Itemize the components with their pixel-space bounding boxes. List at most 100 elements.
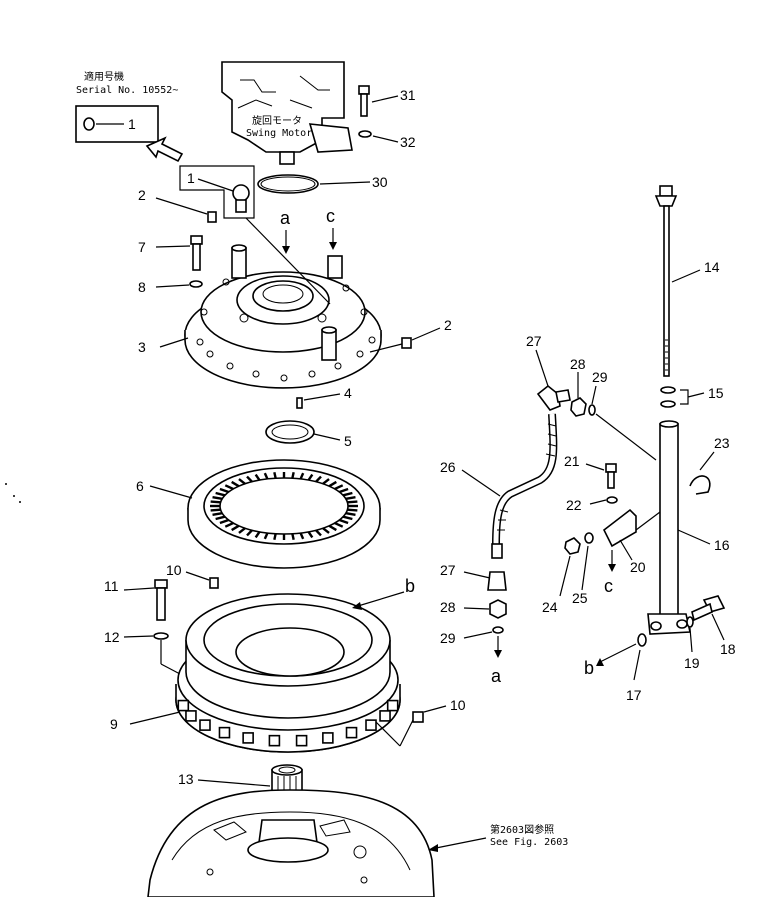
gear-tooth — [263, 532, 269, 540]
o-ring-17 — [637, 633, 647, 647]
housing-bolt-head — [379, 710, 391, 722]
gear-tooth — [334, 484, 344, 491]
callout-12: 12 — [104, 629, 120, 645]
callout-29b: 29 — [440, 630, 456, 646]
gear-tooth — [345, 496, 356, 500]
bolt-21-shank — [607, 471, 615, 489]
callout-11: 11 — [104, 578, 119, 594]
callout-30: 30 — [372, 174, 388, 190]
gear-tooth — [339, 487, 349, 494]
hose-26 — [492, 413, 558, 545]
callout-8: 8 — [138, 279, 146, 295]
callout-7: 7 — [138, 239, 146, 255]
hose-end-fitting — [491, 543, 503, 559]
gear-tooth — [231, 480, 240, 488]
callout-25: 25 — [572, 590, 588, 606]
o-ring-30 — [257, 174, 319, 194]
callout-2b: 2 — [444, 317, 452, 333]
plug-10-side — [412, 711, 424, 723]
gear-tooth — [315, 529, 322, 537]
carrier-housing-9 — [175, 593, 401, 753]
swing-motor-label-jp: 旋回モータ — [252, 114, 302, 127]
callout-15: 15 — [708, 385, 724, 401]
callout-28a: 28 — [570, 356, 586, 372]
gear-tooth — [224, 484, 234, 491]
callout-18: 18 — [720, 641, 736, 657]
callout-20: 20 — [630, 559, 646, 575]
gear-tooth — [334, 521, 344, 528]
o-ring-15a — [660, 386, 676, 394]
washer-25 — [584, 532, 594, 544]
gear-tooth — [299, 472, 305, 480]
connector-b-top: b — [405, 576, 415, 596]
nut-28-bottom — [489, 599, 507, 619]
bolt-31-head — [358, 85, 370, 95]
gear-tooth — [254, 473, 261, 481]
callout-23: 23 — [714, 435, 730, 451]
gear-tooth — [219, 487, 229, 494]
gear-tooth — [224, 521, 234, 528]
bolt-11-head — [154, 579, 168, 589]
plug-2-side — [401, 337, 412, 349]
gear-tooth — [339, 518, 349, 525]
connector-c-bottom: c — [604, 576, 613, 596]
callout-6: 6 — [136, 478, 144, 494]
gear-tooth — [299, 532, 305, 540]
hollow-arrow-icon — [145, 136, 184, 163]
nut-28-top — [570, 397, 587, 417]
gear-tooth — [291, 472, 295, 479]
ring-gear-teeth — [210, 472, 358, 540]
connector-b-bottom: b — [584, 658, 594, 678]
gear-tooth — [345, 512, 356, 516]
bolt-7-shank — [192, 243, 201, 271]
gear-tooth — [322, 527, 330, 534]
callout-10b: 10 — [450, 697, 466, 713]
housing-bolt-head — [199, 719, 211, 731]
callout-26: 26 — [440, 459, 456, 475]
pin-4 — [296, 397, 303, 409]
serial-note-jp: 適用号機 — [84, 70, 124, 83]
gear-tooth — [210, 500, 221, 504]
connector-a-top: a — [280, 208, 291, 228]
housing-bolt-head — [268, 734, 281, 747]
callout-27a: 27 — [526, 333, 542, 349]
gear-tooth — [322, 478, 330, 485]
washer-22 — [606, 496, 618, 504]
callout-16: 16 — [714, 537, 730, 553]
gear-tooth — [273, 472, 277, 479]
callout-1: 1 — [187, 170, 195, 186]
eyebolt-shank — [235, 199, 247, 213]
gear-tooth — [219, 518, 229, 525]
bolt-31-shank — [360, 93, 368, 117]
clip-23 — [689, 475, 711, 495]
callout-31: 31 — [400, 87, 416, 103]
housing-bolt-head — [365, 719, 377, 731]
gear-tooth — [273, 533, 277, 540]
inset-label: 1 — [128, 116, 136, 132]
callout-3: 3 — [138, 339, 146, 355]
o-ring-15b — [660, 400, 676, 408]
housing-bolt-head — [295, 734, 308, 747]
callout-9: 9 — [110, 716, 118, 732]
connector-c-top: c — [326, 206, 335, 226]
bolt-21-head — [605, 463, 617, 473]
gear-tooth — [246, 475, 253, 483]
gear-tooth — [212, 512, 223, 516]
nut-24 — [564, 537, 581, 555]
bolt-11-shank — [156, 587, 166, 621]
carrier-housing-bolts — [177, 699, 399, 747]
eyebolt-callout-box — [179, 165, 255, 219]
serial-note-en: Serial No. 10552~ — [76, 85, 178, 96]
washer-8 — [189, 280, 203, 288]
thrust-ring-5 — [265, 420, 315, 444]
bolt-7-head — [190, 235, 203, 245]
gear-tooth — [291, 533, 295, 540]
gear-tooth — [342, 491, 353, 497]
housing-bolt-head — [218, 726, 231, 739]
plug-10-top — [209, 577, 219, 589]
callout-13: 13 — [178, 771, 194, 787]
housing-bolt-head — [386, 699, 399, 712]
gear-tooth — [307, 531, 314, 539]
gear-tooth — [342, 515, 353, 521]
gear-tooth — [215, 515, 226, 521]
